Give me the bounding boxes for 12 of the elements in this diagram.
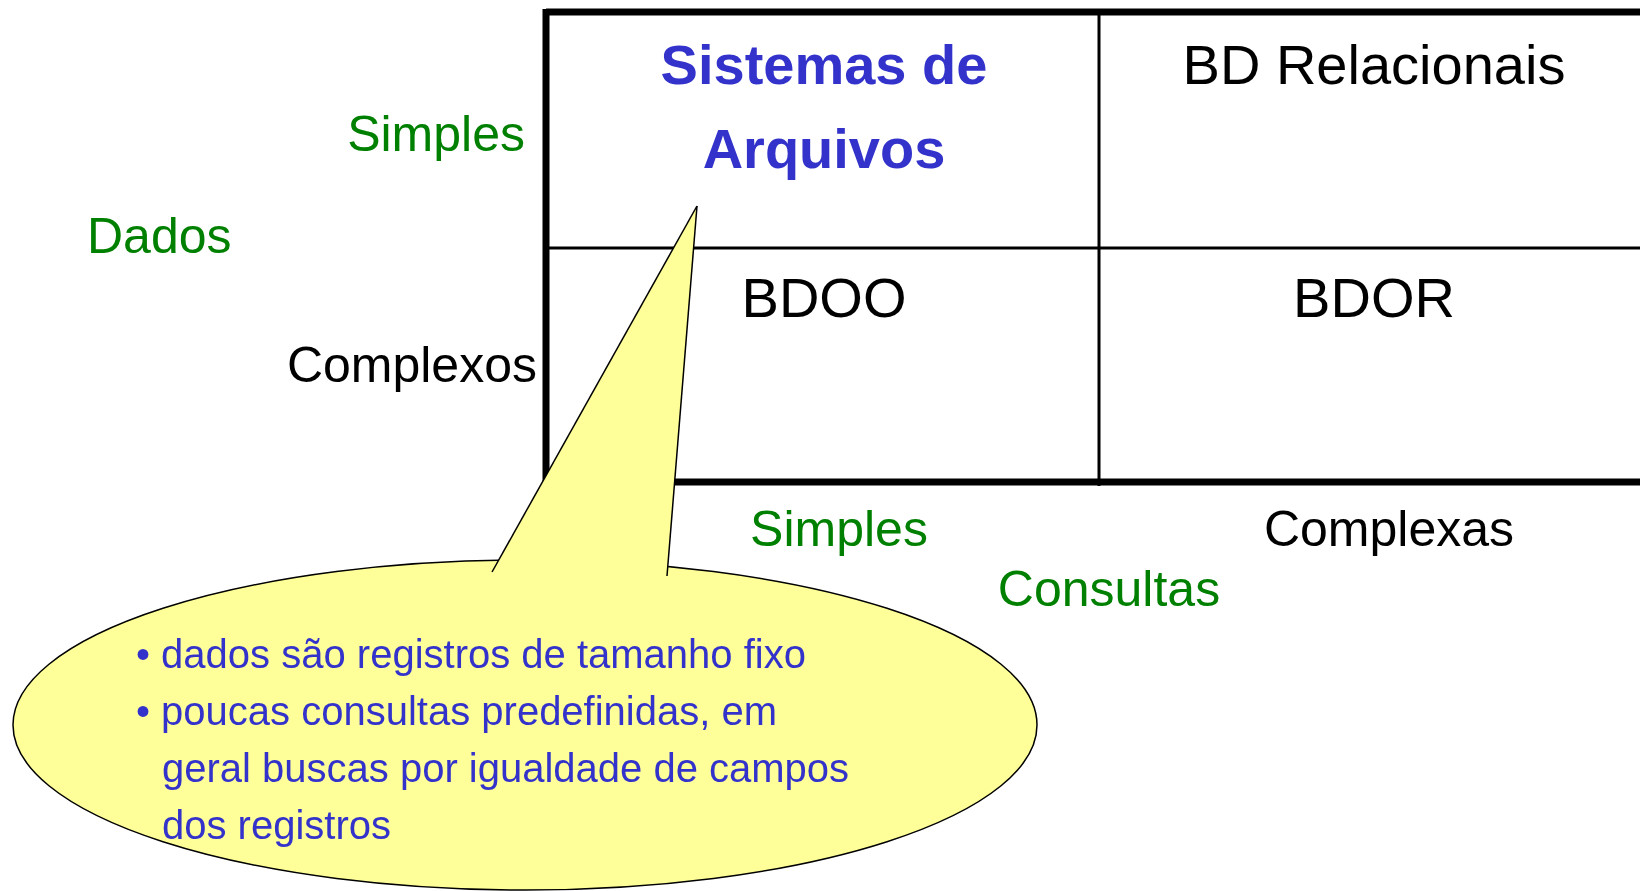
callout-text: • dados são registros de tamanho fixo (136, 631, 806, 678)
axis-label: Complexos (286, 336, 537, 394)
axis-label: Simples (347, 105, 525, 163)
axis-label: Complexas (1263, 500, 1515, 558)
axis-label: Consultas (997, 560, 1221, 618)
cell-text: BDOO (741, 265, 907, 331)
cell-heading: Sistemas de Arquivos (659, 32, 989, 182)
cell-text: BD Relacionais (1182, 32, 1566, 98)
cell-text: BDOR (1293, 265, 1455, 331)
callout-text: • poucas consultas predefinidas, em geral buscas por igualdade de campos dos registros (136, 688, 851, 849)
axis-label: Dados (87, 207, 232, 265)
axis-label: Simples (750, 500, 928, 558)
